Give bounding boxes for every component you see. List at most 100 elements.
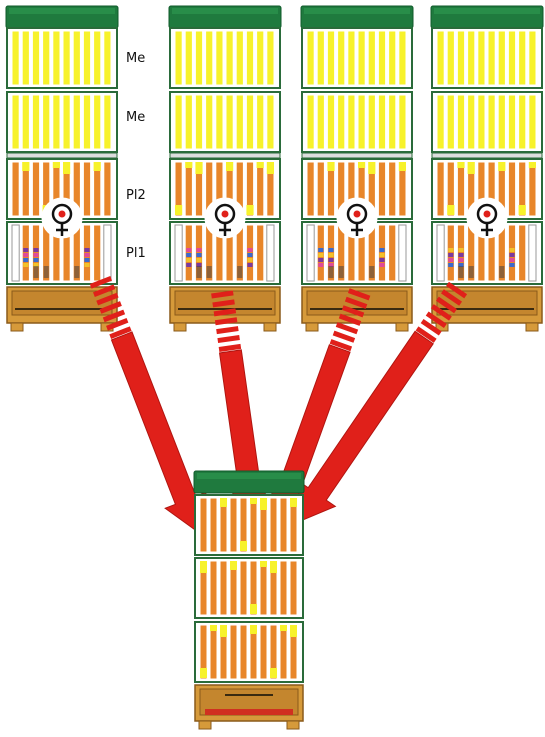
pollen-band: [23, 248, 29, 252]
frame: [337, 94, 346, 150]
honey-cap: [467, 162, 475, 174]
frame: [518, 224, 527, 282]
pollen-band: [328, 258, 334, 262]
frame: [93, 94, 102, 150]
honey-cap: [498, 162, 506, 171]
drone-cells: [43, 266, 49, 278]
frame: [507, 161, 517, 217]
frame: [235, 30, 244, 86]
honey-cap: [266, 162, 274, 174]
frame: [199, 624, 208, 680]
merge-arrow: [297, 281, 468, 523]
frame: [209, 624, 218, 680]
pollen-band: [379, 258, 385, 262]
frame: [289, 560, 298, 616]
label-brood-chamber-1: Pl1: [126, 246, 146, 261]
frame: [199, 497, 208, 553]
frame: [266, 30, 275, 86]
frame: [487, 30, 496, 86]
frame: [446, 94, 455, 150]
honey-cap: [246, 205, 254, 215]
honey-cap: [22, 162, 30, 171]
frame: [256, 161, 265, 217]
honey-cap: [93, 162, 101, 171]
frame: [357, 94, 366, 150]
honey-cap: [280, 625, 287, 631]
label-honey-super-2: Me: [126, 110, 146, 125]
frame: [326, 94, 336, 150]
frame: [377, 161, 387, 217]
frame: [497, 94, 506, 150]
frame: [306, 30, 315, 86]
frame: [239, 497, 248, 553]
frame: [446, 30, 455, 86]
frame: [82, 161, 92, 217]
frame: [235, 94, 244, 150]
honey-cap: [226, 162, 234, 171]
frame: [72, 30, 81, 86]
pollen-band: [379, 263, 385, 267]
pollen-band: [448, 258, 454, 262]
frame: [209, 497, 218, 553]
frame: [436, 224, 445, 282]
frame: [31, 94, 41, 150]
frame: [279, 560, 288, 616]
frame: [93, 224, 102, 282]
pollen-band: [328, 263, 334, 267]
honey-cap: [290, 625, 297, 637]
drone-cells: [196, 266, 202, 278]
frame: [279, 497, 288, 553]
frame: [388, 94, 397, 150]
pollen-band: [196, 258, 202, 262]
queen-excluder: [431, 152, 543, 159]
frame: [377, 94, 387, 150]
frame: [467, 30, 476, 86]
frame: [456, 161, 466, 217]
honey-cap: [457, 162, 465, 168]
honey-cap: [327, 162, 335, 171]
frame: [518, 161, 527, 217]
drone-cells: [369, 266, 375, 278]
frame: [256, 224, 265, 282]
frame: [31, 30, 41, 86]
hive-3: [300, 5, 414, 332]
queen-excluder: [301, 152, 413, 159]
honey-cap: [256, 162, 264, 168]
pollen-band: [186, 263, 192, 267]
frame: [174, 94, 183, 150]
drone-cells: [74, 266, 80, 278]
frame: [316, 30, 325, 86]
pollen-band: [23, 253, 29, 257]
honey-cap: [250, 625, 257, 634]
frame: [103, 224, 112, 282]
frame: [42, 94, 51, 150]
frame: [103, 30, 112, 86]
frame: [477, 94, 486, 150]
frame: [518, 94, 527, 150]
queen-icon: [466, 197, 508, 239]
frame: [398, 30, 407, 86]
drone-cells: [328, 266, 334, 278]
frame: [62, 30, 71, 86]
frame: [174, 224, 183, 282]
honey-cap: [290, 498, 297, 507]
frame: [52, 30, 61, 86]
frame: [436, 161, 445, 217]
frame: [249, 560, 258, 616]
combined-hive-floor: [194, 684, 304, 730]
drone-cells: [468, 266, 474, 278]
honey-cap: [200, 668, 207, 678]
frame: [388, 161, 397, 217]
frame: [205, 94, 214, 150]
hive-4: [430, 5, 544, 332]
honey-cap: [220, 498, 227, 507]
frame: [306, 94, 315, 150]
target-hive: [193, 470, 305, 730]
pollen-band: [458, 258, 464, 262]
frame: [446, 161, 455, 217]
honey-cap: [358, 162, 366, 168]
pollen-band: [186, 253, 192, 257]
frame: [174, 30, 183, 86]
honey-cap: [230, 561, 237, 570]
